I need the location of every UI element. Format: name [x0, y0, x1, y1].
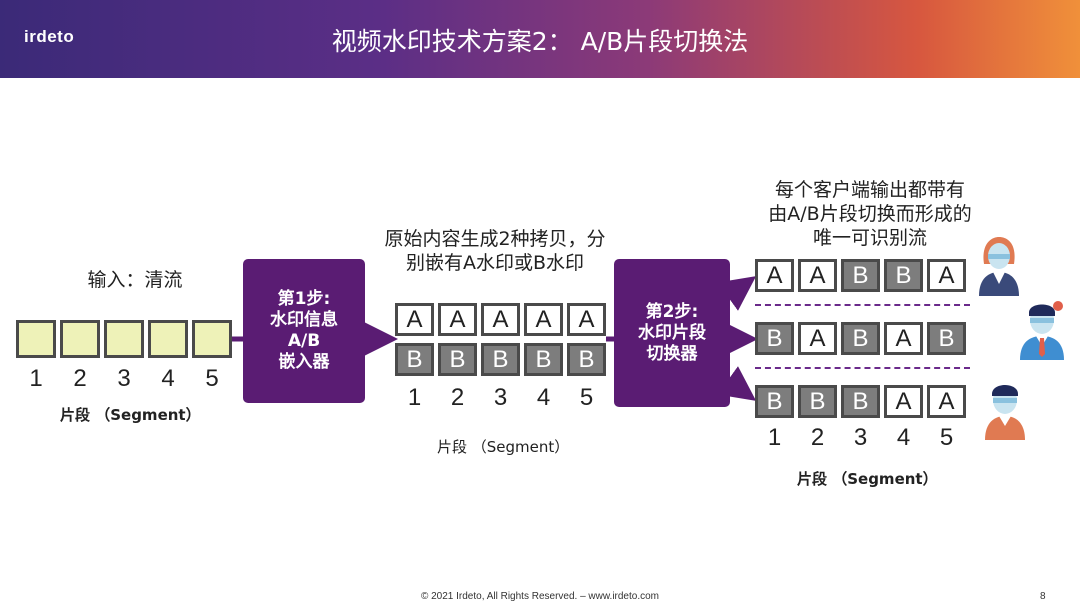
segment-a: A: [524, 303, 563, 336]
segment-b: B: [927, 322, 966, 355]
segment-number: 5: [579, 384, 594, 411]
segment-a: A: [927, 385, 966, 418]
segment-number: 5: [939, 424, 954, 451]
clear-segment: [104, 320, 144, 358]
clear-segment: [148, 320, 188, 358]
output-caption-line: 每个客户端输出都带有: [774, 179, 965, 201]
output-segment-numbers: 1 2 3 4 5: [755, 424, 966, 452]
output-caption: 每个客户端输出都带有 由A/B片段切换而形成的 唯一可识别流: [735, 178, 1005, 250]
segment-number: 3: [493, 384, 508, 411]
step2-switcher-box: 第2步: 水印片段 切换器: [614, 259, 730, 407]
step1-line: 水印信息: [270, 310, 338, 330]
output-segment-caption: 片段 （Segment）: [797, 470, 938, 488]
segment-number: 4: [161, 365, 175, 392]
segment-b: B: [841, 322, 880, 355]
page-title: 视频水印技术方案2： A/B片段切换法: [331, 27, 749, 56]
copies-caption: 原始内容生成2种拷贝，分 别嵌有A水印或B水印: [365, 227, 625, 275]
step1-embedder-box: 第1步: 水印信息 A/B 嵌入器: [243, 259, 365, 403]
segment-number: 2: [810, 424, 825, 451]
male-user-avatar-icon: [1020, 301, 1064, 360]
input-segment-caption: 片段 （Segment）: [60, 406, 201, 424]
input-segment-numbers: 1 2 3 4 5: [16, 365, 232, 393]
input-label: 输入：清流: [87, 269, 183, 291]
output-arrow-1: [717, 276, 757, 311]
segment-b: B: [884, 259, 923, 292]
segment-a: A: [884, 385, 923, 418]
clear-segment: [16, 320, 56, 358]
segment-b: B: [841, 259, 880, 292]
irdeto-logo: irdeto: [24, 27, 75, 46]
segment-b: B: [798, 385, 837, 418]
step1-line: A/B: [287, 331, 321, 351]
step1-line: 嵌入器: [278, 352, 330, 372]
segment-b: B: [524, 343, 563, 376]
segment-b: B: [438, 343, 477, 376]
output-caption-line: 由A/B片段切换而形成的: [768, 203, 972, 225]
segment-b: B: [755, 322, 794, 355]
male-user-avatar-icon: [985, 385, 1025, 440]
segment-number: 3: [853, 424, 868, 451]
segment-number: 5: [205, 365, 219, 392]
divider: [755, 367, 970, 369]
segment-a: A: [395, 303, 434, 336]
clear-segment: [60, 320, 100, 358]
segment-b: B: [567, 343, 606, 376]
segment-number: 2: [73, 365, 87, 392]
step2-line: 第2步:: [645, 301, 699, 322]
segment-a: A: [798, 322, 837, 355]
input-segment-row: [16, 320, 232, 358]
step1-line: 第1步:: [277, 289, 331, 309]
segment-number: 1: [767, 424, 782, 451]
segment-a: A: [927, 259, 966, 292]
segment-number: 3: [117, 365, 131, 392]
segment-b: B: [395, 343, 434, 376]
clear-segment: [192, 320, 232, 358]
segment-number: 4: [896, 424, 911, 451]
segment-b: B: [755, 385, 794, 418]
segment-number: 1: [29, 365, 43, 392]
header-bar: [0, 0, 1080, 78]
copies-segment-numbers: 1 2 3 4 5: [395, 384, 606, 412]
page-number: 8: [1040, 591, 1046, 602]
output-caption-line: 唯一可识别流: [812, 227, 927, 249]
segment-a: A: [567, 303, 606, 336]
segment-a: A: [438, 303, 477, 336]
segment-number: 1: [407, 384, 422, 411]
copyright-footer: © 2021 Irdeto, All Rights Reserved. – ww…: [420, 591, 660, 602]
copies-caption-line: 别嵌有A水印或B水印: [405, 252, 585, 274]
segment-a: A: [481, 303, 520, 336]
step2-line: 水印片段: [638, 322, 706, 343]
segment-a: A: [884, 322, 923, 355]
segment-b: B: [841, 385, 880, 418]
segment-number: 2: [450, 384, 465, 411]
copies-caption-line: 原始内容生成2种拷贝，分: [384, 228, 606, 250]
divider: [755, 304, 970, 306]
female-user-avatar-icon: [979, 237, 1019, 296]
segment-b: B: [481, 343, 520, 376]
output-arrow-3: [717, 366, 757, 401]
segment-a: A: [755, 259, 794, 292]
step2-line: 切换器: [646, 343, 698, 364]
segment-a: A: [798, 259, 837, 292]
copies-segment-caption: 片段 （Segment）: [437, 438, 570, 456]
segment-number: 4: [536, 384, 551, 411]
